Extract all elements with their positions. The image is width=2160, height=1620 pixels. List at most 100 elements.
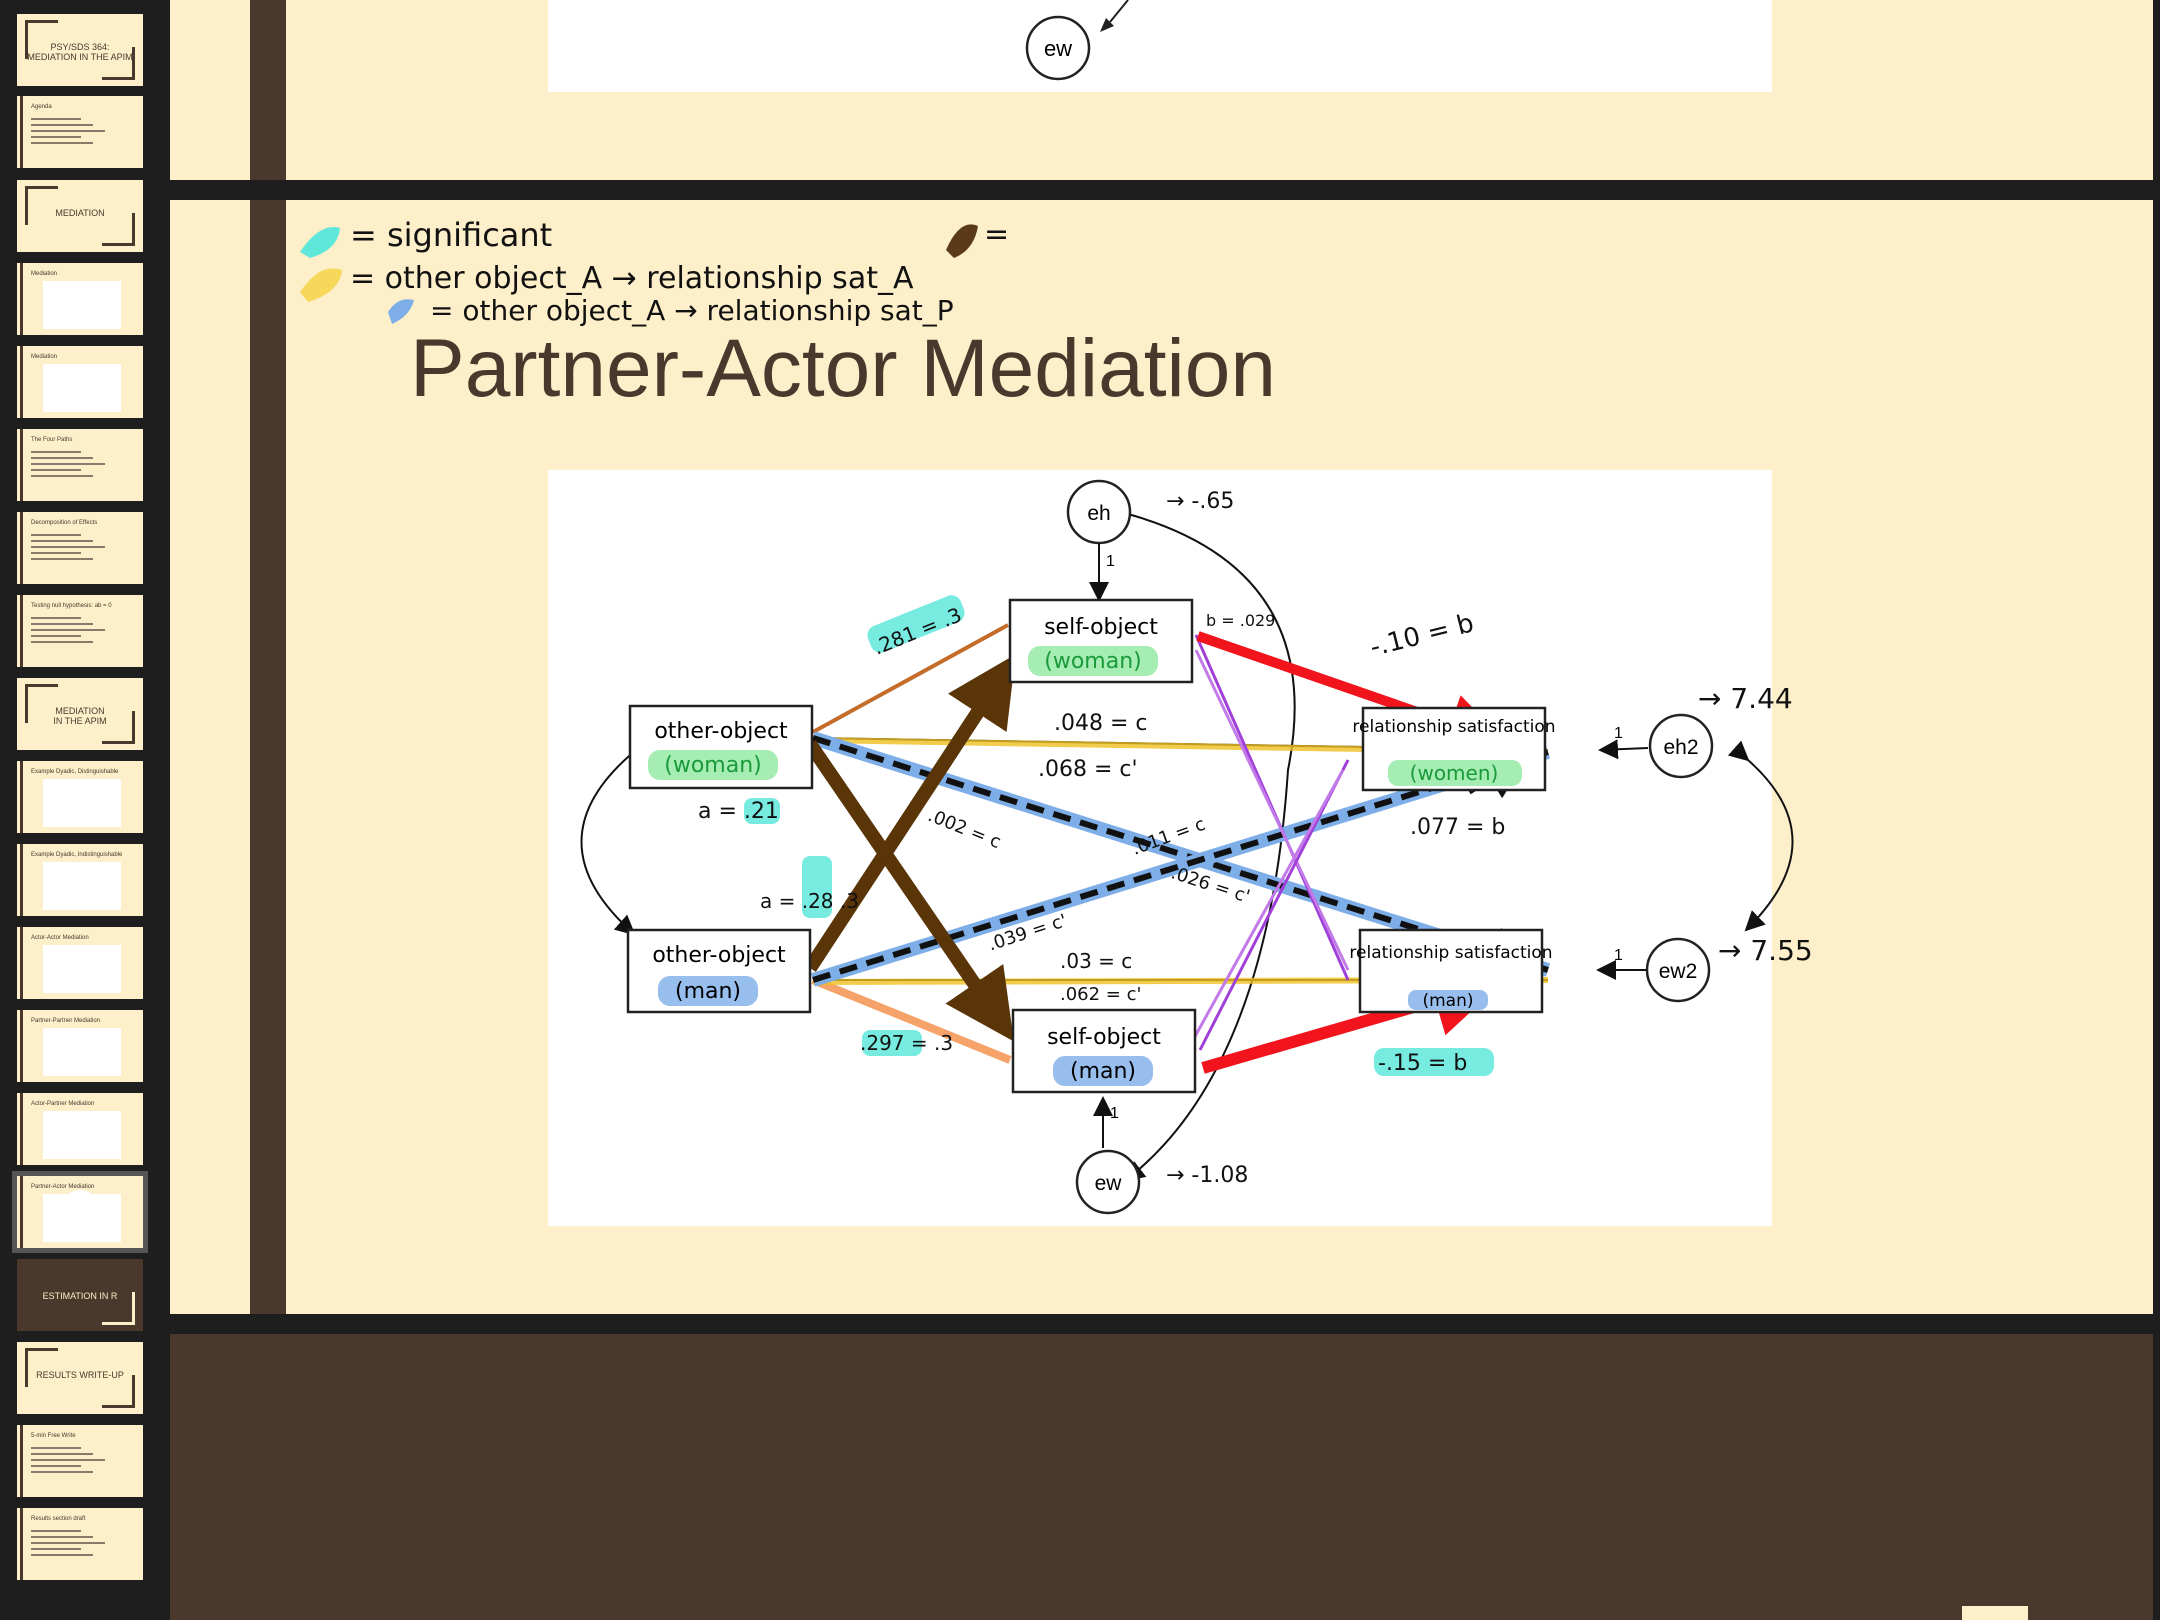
thumb-bullet-line [31,124,93,126]
slide-thumbnail-3[interactable]: MEDIATION [17,180,143,252]
slide-thumbnail-14[interactable]: Actor-Partner Mediation [17,1093,143,1165]
prev-ew-node [1025,15,1091,81]
slide-thumbnail-15[interactable]: Partner-Actor Mediation [12,1171,148,1253]
thumb-bullet-line [31,641,93,643]
yellow-highlighter-swatch [300,268,342,302]
thumb-bullet-line [31,1530,81,1532]
eh2-node [1648,713,1714,779]
thumb-title: Partner-Partner Mediation [31,1018,101,1024]
cyan-highlight-a-w [744,798,780,824]
oom-sublabel: (man) [675,979,741,1004]
oow-label: other-object [654,719,788,744]
thumb-figure [43,945,121,993]
thumb-accent-bar [20,1508,23,1580]
thumb-accent-bar [20,1010,23,1082]
fixed-one-eh2: 1 [1614,725,1623,742]
slide-thumbnail-5[interactable]: Mediation [17,346,143,418]
slide-thumbnail-16[interactable]: ESTIMATION IN R [17,1259,143,1331]
thumb-title: Example Dyadic, Distinguishable [31,769,119,775]
thumb-bullet-line [31,1536,93,1538]
thumb-bullet-line [31,546,105,548]
thumb-bullet-line [31,1554,93,1556]
cyan-highlight-a-m-som [862,1030,922,1056]
slide-thumbnail-2[interactable]: Agenda [17,96,143,168]
thumb-accent-bar [20,512,23,584]
thumb-accent-bar [20,844,23,916]
a-w-annotation: a = .21 [698,799,779,824]
thumb-bullet-line [31,1542,105,1544]
brown-arrow-oow-som [804,740,1014,1042]
thumb-accent-bar [20,1093,23,1165]
thumb-title: PSY/SDS 364: MEDIATION IN THE APIM [27,42,133,62]
rsm-label: relationship satisfaction [1349,943,1552,963]
thumb-bullet-line [31,469,81,471]
sow-label: self-object [1044,615,1158,640]
thumb-figure [43,779,121,827]
blue-highlighter-swatch [388,299,414,324]
c1-top-annotation: .068 = c' [1038,757,1138,782]
thumb-accent-bar [20,429,23,501]
thumb-bullet-line [31,552,81,554]
thumb-figure [43,862,121,910]
thumb-bullet-line [31,136,81,138]
fixed-one-eh: 1 [1106,553,1115,570]
thumb-title: RESULTS WRITE-UP [36,1370,124,1380]
b-mid-annotation: .077 = b [1410,815,1505,840]
thumb-corner-top-left [25,684,58,723]
thumb-accent-bar [20,1176,23,1248]
slide-thumbnail-11[interactable]: Example Dyadic, Indistinguishable [17,844,143,916]
thumb-bullet-line [31,540,93,542]
som-sublabel: (man) [1070,1059,1136,1084]
slide-thumbnail-19[interactable]: Results section draft [17,1508,143,1580]
eh2-label: eh2 [1663,736,1698,759]
c-top-annotation: .048 = c [1054,711,1148,736]
next-slide[interactable] [170,1334,2153,1620]
prev-ew-label: ew [1044,36,1072,61]
thumb-bullet-line [31,635,81,637]
covariance-arc-eh-ew [1107,499,1296,1182]
slide-thumbnail-4[interactable]: Mediation [17,263,143,335]
covariance-arc-left [580,730,657,936]
rsm-sublabel: (man) [1422,991,1473,1011]
slide-thumbnail-17[interactable]: RESULTS WRITE-UP [17,1342,143,1414]
thumb-bullet-line [31,623,93,625]
legend-significant-text: = significant [350,216,552,254]
fixed-one-ew: 1 [1110,1105,1119,1122]
thumb-title: Decomposition of Effects [31,520,98,526]
relationship-satisfaction-man-box: relationship satisfaction (man) [1349,928,1553,1014]
thumb-bullet-line [31,142,93,144]
eh2-variance-annotation: → 7.44 [1698,682,1793,715]
thumb-corner-bottom-right [102,213,135,246]
slide-thumbnail-10[interactable]: Example Dyadic, Distinguishable [17,761,143,833]
thumb-bullet-line [31,1447,81,1449]
slide-thumbnail-7[interactable]: Decomposition of Effects [17,512,143,584]
thumb-bullet-line [31,558,93,560]
slide-thumbnail-13[interactable]: Partner-Partner Mediation [17,1010,143,1082]
ink-legend: = significant = other object_A → relatio… [300,216,1009,327]
current-slide[interactable]: = significant = other object_A → relatio… [170,200,2153,1314]
brown-arrow-oom-sow [804,654,1016,972]
slide-thumbnail-6[interactable]: The Four Paths [17,429,143,501]
fixed-one-ew2: 1 [1614,947,1623,964]
thumb-accent-bar [20,263,23,335]
ew2-variance-annotation: → 7.55 [1718,934,1813,967]
slide-thumbnail-12[interactable]: Actor-Actor Mediation [17,927,143,999]
slide-thumbnail-1[interactable]: PSY/SDS 364: MEDIATION IN THE APIM [17,14,143,86]
apim-diagram-figure: 1 1 1 1 eh ew eh2 ew2 other-object (w [548,470,1813,1226]
slide-thumbnail-18[interactable]: 5-min Free Write [17,1425,143,1497]
thumb-accent-bar [20,96,23,168]
playback-indicator-icon[interactable] [59,1190,101,1232]
slide-accent-bar [250,0,286,180]
previous-diagram-figure: ew [548,0,1772,92]
slide-thumbnail-9[interactable]: MEDIATION IN THE APIM [17,678,143,750]
thumb-title: MEDIATION IN THE APIM [53,706,107,726]
slide-thumbnail-8[interactable]: Testing null hypothesis: ab = 0 [17,595,143,667]
legend-brown-text: = [984,217,1009,252]
thumb-corner-bottom-right [102,1375,135,1408]
thumb-accent-bar [20,927,23,999]
apim-diagram-svg: 1 1 1 1 eh ew eh2 ew2 other-object (w [580,479,1813,1215]
previous-slide[interactable]: ew [170,0,2153,180]
covariance-arc-right [1727,740,1794,932]
thumb-corner-top-left [25,1348,58,1387]
thumb-bullet-line [31,463,105,465]
